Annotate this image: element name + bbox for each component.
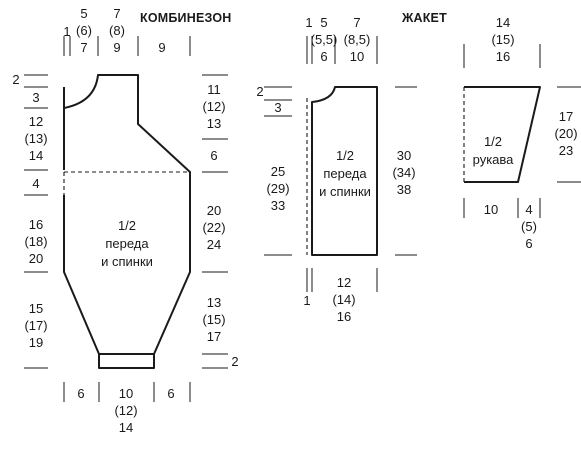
zhaket-left-dim-3a: 25 [271, 164, 285, 179]
sleeve-outline [464, 86, 541, 183]
kombinezon-label-line-1: 1/2 [118, 218, 136, 233]
zhaket-top-dim-1: 1 [305, 15, 312, 30]
zhaket-right-dim-1a: 30 [397, 148, 411, 163]
kombinezon-right-dim-4a: 13 [207, 295, 221, 310]
kombinezon-top-dim-3c: 9 [113, 40, 120, 55]
kombinezon-right-dim-5: 2 [231, 354, 238, 369]
zhaket-top-dim-2a: 5 [320, 15, 327, 30]
sleeve-right-dim-1b: (20) [554, 126, 577, 141]
kombinezon-label-line-3: и спинки [101, 254, 153, 269]
kombinezon-top-dim-1: 1 [63, 24, 70, 39]
zhaket-top-dim-3a: 7 [353, 15, 360, 30]
kombinezon-left-dim-5c: 20 [29, 251, 43, 266]
kombinezon-pattern: КОМБИНЕЗОН 1 5 (6) 7 7 (8) 9 9 2 3 12 (1… [12, 6, 238, 435]
sleeve-label-line-2: рукава [473, 152, 515, 167]
sleeve-top-dim-1b: (15) [491, 32, 514, 47]
zhaket-top-dim-3c: 10 [350, 49, 364, 64]
kombinezon-right-dim-4c: 17 [207, 329, 221, 344]
kombinezon-bottom-dim-3: 6 [167, 386, 174, 401]
kombinezon-left-dim-6c: 19 [29, 335, 43, 350]
kombinezon-right-dim-1a: 11 [207, 82, 221, 97]
zhaket-bottom-dim-2c: 16 [337, 309, 351, 324]
kombinezon-left-dim-1: 2 [12, 72, 19, 87]
zhaket-left-dim-3c: 33 [271, 198, 285, 213]
sleeve-right-dim-1c: 23 [559, 143, 573, 158]
sleeve-bottom-dim-1: 10 [484, 202, 498, 217]
kombinezon-right-dim-2: 6 [210, 148, 217, 163]
zhaket-left-dim-2: 3 [274, 100, 281, 115]
kombinezon-right-dim-3c: 24 [207, 237, 221, 252]
kombinezon-right-dim-1c: 13 [207, 116, 221, 131]
zhaket-top-dim-2c: 6 [320, 49, 327, 64]
sleeve-bottom-dim-2a: 4 [525, 202, 532, 217]
zhaket-top-dim-3b: (8,5) [344, 32, 371, 47]
kombinezon-left-dim-2: 3 [32, 90, 39, 105]
zhaket-bottom-dim-1: 1 [303, 293, 310, 308]
zhaket-label-line-1: 1/2 [336, 148, 354, 163]
zhaket-label-line-2: переда [323, 166, 367, 181]
zhaket-right-dim-1c: 38 [397, 182, 411, 197]
zhaket-label-line-3: и спинки [319, 184, 371, 199]
kombinezon-fold-line [63, 171, 190, 272]
kombinezon-label-line-2: переда [105, 236, 149, 251]
kombinezon-top-dim-2c: 7 [80, 40, 87, 55]
zhaket-left-dim-1: 2 [256, 84, 263, 99]
kombinezon-bottom-dim-2a: 10 [119, 386, 133, 401]
zhaket-title: ЖАКЕТ [401, 11, 447, 25]
zhaket-top-dim-2b: (5,5) [311, 32, 338, 47]
kombinezon-right-dim-3b: (22) [202, 220, 225, 235]
zhaket-bottom-dim-2b: (14) [332, 292, 355, 307]
sleeve-bottom-dim-2b: (5) [521, 219, 537, 234]
kombinezon-left-dim-5b: (18) [24, 234, 47, 249]
kombinezon-outline [63, 74, 191, 355]
kombinezon-left-dim-4: 4 [32, 176, 39, 191]
sleeve-label-line-1: 1/2 [484, 134, 502, 149]
zhaket-outline [311, 86, 378, 256]
kombinezon-top-dim-3b: (8) [109, 23, 125, 38]
kombinezon-left-dim-6a: 15 [29, 301, 43, 316]
sleeve-pattern: 14 (15) 16 17 (20) 23 10 4 (5) 6 1/2 рук… [463, 15, 581, 251]
kombinezon-top-dim-2a: 5 [80, 6, 87, 21]
kombinezon-bottom-dim-1: 6 [77, 386, 84, 401]
kombinezon-right-dim-3a: 20 [207, 203, 221, 218]
sleeve-top-dim-1a: 14 [496, 15, 510, 30]
kombinezon-left-dim-3a: 12 [29, 114, 43, 129]
kombinezon-left-dim-3b: (13) [24, 131, 47, 146]
zhaket-right-dim-1b: (34) [392, 165, 415, 180]
kombinezon-left-dim-3c: 14 [29, 148, 43, 163]
kombinezon-right-dim-1b: (12) [202, 99, 225, 114]
kombinezon-left-dim-6b: (17) [24, 318, 47, 333]
kombinezon-title: КОМБИНЕЗОН [140, 11, 232, 25]
kombinezon-crotch-band [98, 354, 155, 369]
zhaket-bottom-dim-2a: 12 [337, 275, 351, 290]
zhaket-pattern: ЖАКЕТ 1 5 (5,5) 6 7 (8,5) 10 2 3 25 (29)… [256, 11, 447, 324]
kombinezon-left-dim-5a: 16 [29, 217, 43, 232]
kombinezon-top-dim-3a: 7 [113, 6, 120, 21]
sleeve-bottom-dim-2c: 6 [525, 236, 532, 251]
kombinezon-top-dim-4: 9 [158, 40, 165, 55]
kombinezon-bottom-dim-2b: (12) [114, 403, 137, 418]
sleeve-right-dim-1a: 17 [559, 109, 573, 124]
sleeve-top-dim-1c: 16 [496, 49, 510, 64]
kombinezon-right-dim-4b: (15) [202, 312, 225, 327]
kombinezon-bottom-dim-2c: 14 [119, 420, 133, 435]
kombinezon-top-dim-2b: (6) [76, 23, 92, 38]
zhaket-left-dim-3b: (29) [266, 181, 289, 196]
